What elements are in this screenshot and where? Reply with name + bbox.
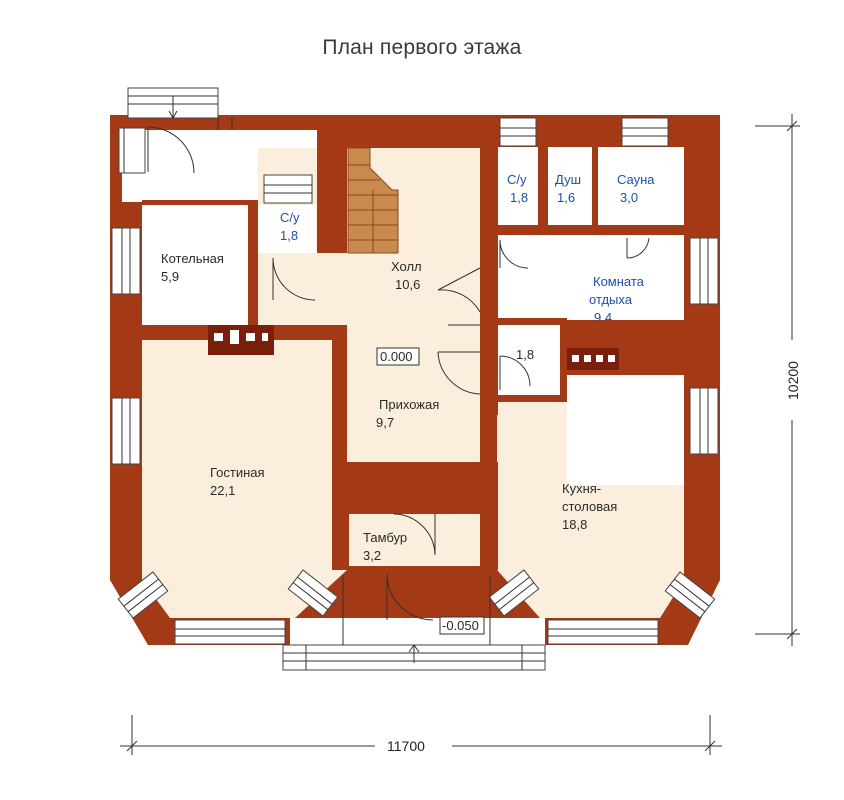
label-kuhnya-area: 18,8 [562, 517, 587, 532]
stove-right [567, 348, 619, 370]
dimension-width: 11700 [120, 715, 722, 755]
stove-left [208, 325, 274, 355]
staircase [347, 147, 399, 254]
label-sauna-area: 3,0 [620, 190, 638, 205]
room-tambur [349, 514, 481, 566]
level-marks: 0.000 -0.050 [376, 347, 485, 635]
label-prihozhaya-area: 9,7 [376, 415, 394, 430]
windows [111, 117, 719, 645]
label-dush-name: Душ [555, 172, 581, 187]
label-komnata-area: 9,4 [594, 310, 612, 325]
label-prihozhaya-name: Прихожая [379, 397, 439, 412]
room-komnata [498, 235, 684, 320]
label-dush-area: 1,6 [557, 190, 575, 205]
label-su-right-name: С/у [507, 172, 527, 187]
room-gostinaya [142, 340, 347, 618]
room-storage [498, 325, 560, 397]
label-komnata-name1: Комната [593, 274, 645, 289]
label-su-left-area: 1,8 [280, 228, 298, 243]
level-floor: 0.000 [380, 349, 413, 364]
dimension-width-value: 11700 [387, 738, 425, 754]
label-holl-name: Холл [391, 259, 422, 274]
room-labels: Котельная 5,9 С/у 1,8 Холл 10,6 С/у 1,8 … [161, 172, 655, 563]
room-sauna [598, 147, 684, 225]
dimension-height: 10200 [755, 114, 801, 646]
label-sauna-name: Сауна [617, 172, 655, 187]
dimension-height-value: 10200 [785, 361, 801, 400]
label-su-right-area: 1,8 [510, 190, 528, 205]
label-kuhnya-name2: столовая [562, 499, 617, 514]
page-title: План первого этажа [322, 36, 522, 59]
label-holl-area: 10,6 [395, 277, 420, 292]
label-gostinaya-area: 22,1 [210, 483, 235, 498]
room-su-right [498, 147, 538, 225]
label-tambur-area: 3,2 [363, 548, 381, 563]
doors [272, 237, 650, 621]
front-porch [282, 575, 546, 671]
label-su-left-name: С/у [280, 210, 300, 225]
label-storage-area: 1,8 [516, 347, 534, 362]
label-kuhnya-name1: Кухня- [562, 481, 601, 496]
label-tambur-name: Тамбур [363, 530, 407, 545]
interior-walls [142, 118, 690, 580]
label-kotelnaya-name: Котельная [161, 251, 224, 266]
level-entrance: -0.050 [442, 618, 479, 633]
label-gostinaya-name: Гостиная [210, 465, 265, 480]
back-porch [118, 87, 233, 174]
label-kotelnaya-area: 5,9 [161, 269, 179, 284]
room-dush [548, 147, 592, 225]
label-komnata-name2: отдыха [589, 292, 633, 307]
room-kotelnaya [142, 205, 248, 325]
